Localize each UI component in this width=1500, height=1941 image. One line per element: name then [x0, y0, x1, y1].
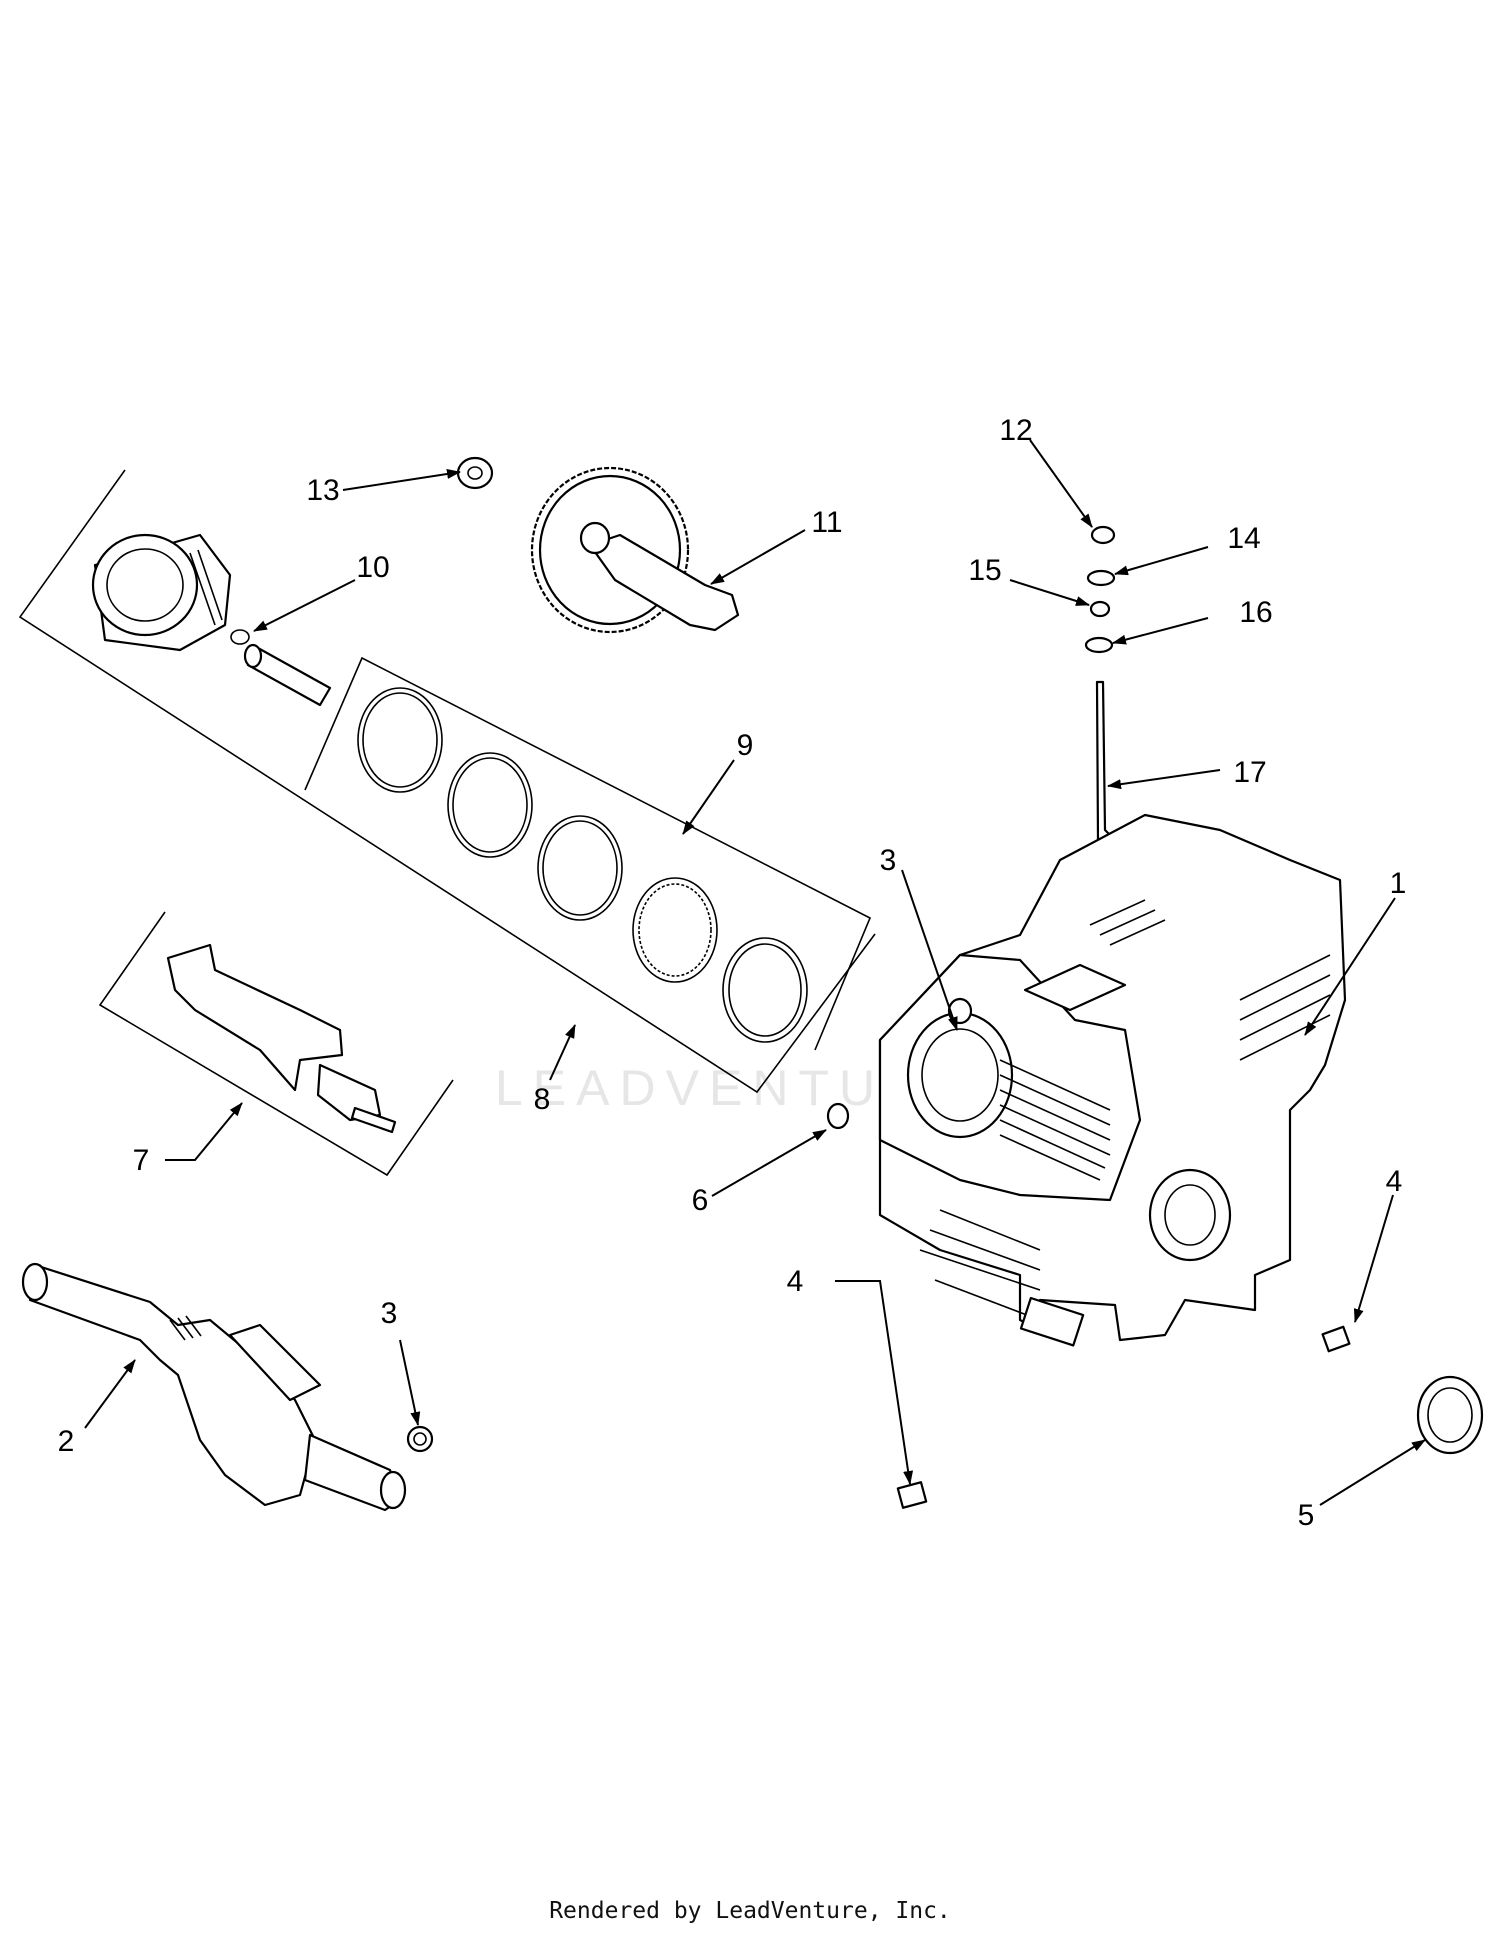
piston	[91, 533, 232, 652]
camshaft-washer	[456, 456, 494, 490]
governor-parts	[1084, 525, 1116, 654]
callout-9: 9	[737, 729, 754, 762]
drain-plug-left	[896, 1481, 928, 1509]
callout-1: 1	[1390, 867, 1407, 900]
callout-3b: 3	[880, 844, 897, 877]
callout-8: 8	[534, 1083, 551, 1116]
crankshaft	[21, 1262, 407, 1512]
callout-2: 2	[58, 1425, 75, 1458]
crankcase	[878, 813, 1347, 1347]
callout-5: 5	[1298, 1499, 1315, 1532]
callout-3a: 3	[381, 1297, 398, 1330]
pin-clip	[230, 629, 250, 645]
dowel-pin	[826, 1102, 850, 1130]
callouts: 1 2 3 3 4 4 5 6 7 8 9 10 11 12 13 14 15 …	[58, 414, 1407, 1532]
oil-seal	[1416, 1375, 1484, 1455]
piston-kit-frame	[18, 469, 876, 1094]
callout-6: 6	[692, 1184, 709, 1217]
callout-17: 17	[1233, 756, 1266, 789]
callout-10: 10	[356, 551, 389, 584]
callout-4b: 4	[787, 1265, 804, 1298]
connecting-rod-frame	[98, 911, 454, 1177]
callout-16: 16	[1239, 596, 1272, 629]
crank-oil-seal	[406, 1425, 434, 1453]
callout-11: 11	[811, 506, 842, 539]
callout-13: 13	[306, 474, 339, 507]
piston-pin	[243, 643, 332, 707]
leader-lines	[84, 439, 1426, 1506]
callout-4a: 4	[1386, 1165, 1403, 1198]
callout-7: 7	[133, 1144, 150, 1177]
piston-rings	[357, 687, 808, 1043]
ring-set-frame	[304, 656, 872, 1051]
drain-plug-right	[1321, 1325, 1351, 1353]
camshaft-gear	[530, 466, 740, 634]
footer-credit: Rendered by LeadVenture, Inc.	[549, 1898, 951, 1924]
callout-14: 14	[1227, 522, 1260, 555]
connecting-rod	[166, 943, 397, 1134]
callout-12: 12	[999, 414, 1032, 447]
callout-15: 15	[968, 554, 1001, 587]
